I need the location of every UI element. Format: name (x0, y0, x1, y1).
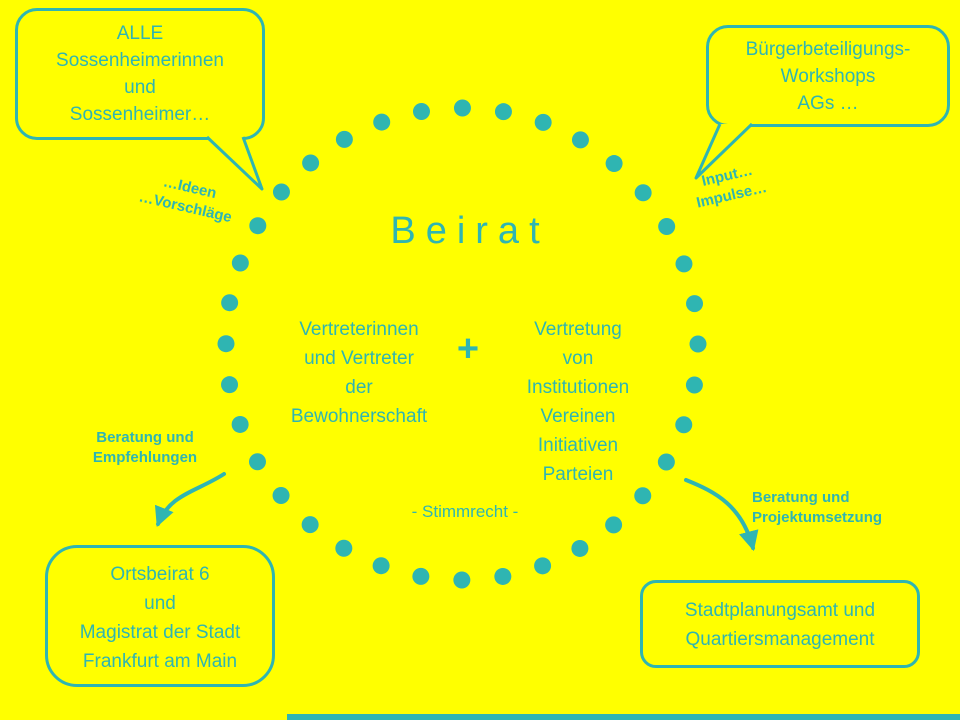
diagram-title: Beirat (390, 210, 550, 252)
bottom-rule (287, 714, 960, 720)
label-input-impulses: Input… Impulse… (694, 161, 769, 212)
member-group-institutions: Vertretung von Institutionen Vereinen In… (526, 319, 630, 485)
plus-icon: + (456, 328, 480, 370)
voting-rights-note: - Stimmrecht - (411, 502, 519, 521)
box-ortsbeirat: Ortsbeirat 6 und Magistrat der Stadt Fra… (45, 545, 275, 687)
speech-bubble-workshops: Bürgerbeteiligungs- Workshops AGs … (706, 25, 950, 127)
box-stadtplanungsamt: Stadtplanungsamt und Quartiersmanagement (640, 580, 920, 668)
bubble-tail-top-left (205, 135, 264, 191)
label-ideas-suggestions: …Ideen …Vorschläge (137, 173, 234, 227)
speech-bubble-residents: ALLE Sossenheimerinnen und Sossenheimer… (15, 8, 265, 140)
label-advice-implementation: Beratung und Projektumsetzung (752, 489, 883, 526)
member-group-residents: Vertreterinnen und Vertreter der Bewohne… (290, 319, 428, 427)
arrow-to-stadtplanungsamt (684, 478, 759, 552)
label-advice-recommendations: Beratung und Empfehlungen (92, 429, 198, 466)
arrow-to-ortsbeirat (154, 472, 226, 527)
